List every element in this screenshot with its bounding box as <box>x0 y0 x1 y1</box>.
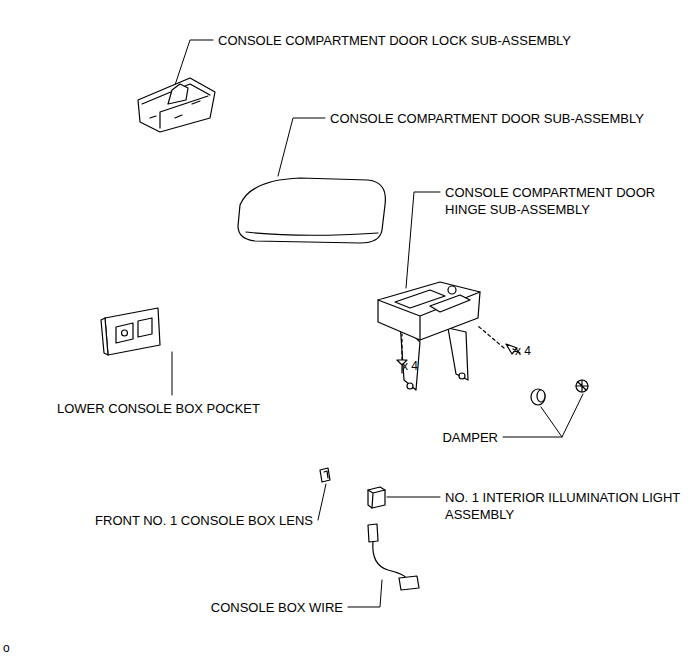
pocket-opening <box>138 318 152 337</box>
light-body <box>368 487 385 508</box>
leader-line <box>387 497 440 498</box>
door-lock-part <box>138 78 215 132</box>
door-trim <box>246 232 378 235</box>
note-label: o <box>3 640 10 657</box>
leader-line <box>278 118 325 176</box>
leader-line <box>348 580 382 607</box>
dashed-line <box>478 326 504 348</box>
damper-part <box>531 380 588 405</box>
leader-line <box>172 352 173 395</box>
lock-plate <box>138 78 215 132</box>
part-label: CONSOLE COMPARTMENT DOOR LOCK SUB-ASSEMB… <box>218 32 571 49</box>
part-label: DAMPER <box>442 429 498 446</box>
part-label: LOWER CONSOLE BOX POCKET <box>57 400 260 417</box>
dashed-line <box>401 334 402 360</box>
hinge-part <box>378 282 480 390</box>
quantity-label: x 4 <box>402 358 418 375</box>
lens-body <box>320 468 330 482</box>
pocket-edge <box>101 318 108 355</box>
part-label: CONSOLE COMPARTMENT DOOR HINGE SUB-ASSEM… <box>445 184 683 218</box>
pocket-part <box>101 308 160 355</box>
lock-latch <box>168 84 188 104</box>
door-cushion <box>238 178 385 243</box>
part-label: FRONT NO. 1 CONSOLE BOX LENS <box>95 512 313 529</box>
hinge-plate <box>378 282 480 340</box>
hinge-arm <box>448 328 468 380</box>
lock-detail <box>150 101 200 118</box>
pocket-opening <box>116 323 133 343</box>
hinge-pivot <box>459 373 465 379</box>
hinge-detail <box>448 286 456 294</box>
door-part <box>238 178 385 243</box>
lock-detail <box>142 84 210 128</box>
light-detail <box>368 490 385 508</box>
light-part <box>368 487 385 508</box>
pocket-detail <box>122 330 128 336</box>
part-label: NO. 1 INTERIOR ILLUMINATION LIGHT ASSEMB… <box>445 489 683 523</box>
part-label: CONSOLE COMPARTMENT DOOR SUB-ASSEMBLY <box>330 110 644 127</box>
damper-cap <box>531 389 545 405</box>
part-label: CONSOLE BOX WIRE <box>211 599 343 616</box>
damper-cap <box>537 390 545 402</box>
wire-connector <box>368 524 378 542</box>
quantity-label: x 4 <box>515 343 531 360</box>
leader-line <box>406 192 440 288</box>
hinge-pivot <box>407 383 413 389</box>
lens-detail <box>324 471 328 478</box>
leader-line <box>318 484 326 520</box>
lens-part <box>320 468 330 482</box>
wire-connector <box>399 576 419 590</box>
damper-ridges <box>576 380 588 392</box>
wire-part <box>368 524 419 590</box>
pocket-panel <box>105 308 160 355</box>
damper-cap <box>576 380 588 392</box>
hinge-detail <box>395 290 470 312</box>
wire <box>373 541 406 578</box>
